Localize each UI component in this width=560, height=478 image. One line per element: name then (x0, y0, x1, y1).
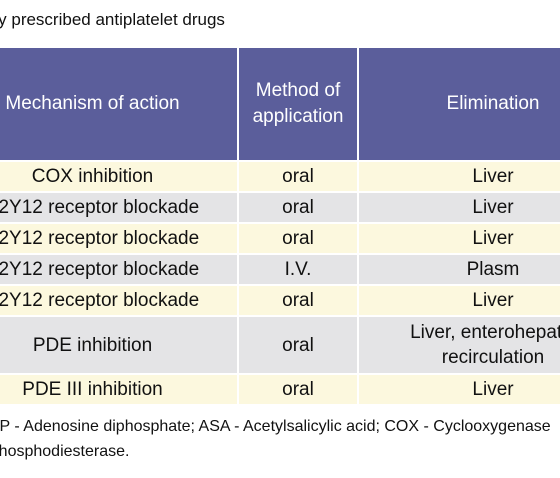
cell-method: oral (238, 373, 359, 404)
header-method-line2: application (252, 106, 344, 127)
cell-elimination: Plasm (358, 253, 560, 285)
cell-elimination: Liver, enterohepatic recirculation (358, 315, 560, 374)
table-row: P2Y12 receptor blockade oral Liver (0, 222, 560, 254)
footnote-line1: DP - Adenosine diphosphate; ASA - Acetyl… (0, 418, 551, 435)
table-header-row: Mechanism of action Method of applicatio… (0, 48, 560, 161)
cell-mechanism: COX inhibition (0, 160, 239, 192)
cell-mechanism: P2Y12 receptor blockade (0, 284, 239, 316)
cell-mechanism: P2Y12 receptor blockade (0, 191, 239, 223)
cell-method: I.V. (238, 253, 359, 285)
table-row: P2Y12 receptor blockade oral Liver (0, 191, 560, 223)
cell-method: oral (238, 284, 359, 316)
table-row: P2Y12 receptor blockade oral Liver (0, 284, 560, 316)
header-elimination: Elimination (358, 48, 560, 161)
antiplatelet-drugs-table: Mechanism of action Method of applicatio… (0, 48, 560, 404)
cell-elimination: Liver (358, 191, 560, 223)
cell-elimination: Liver (358, 222, 560, 254)
cell-elimination-line1: Liver, enterohepatic (410, 322, 560, 343)
cell-mechanism: P2Y12 receptor blockade (0, 253, 239, 285)
table-caption: nonly prescribed antiplatelet drugs (0, 10, 225, 29)
header-method-line1: Method of (255, 80, 341, 101)
cell-mechanism: P2Y12 receptor blockade (0, 222, 239, 254)
cell-elimination: Liver (358, 284, 560, 316)
header-method: Method of application (238, 48, 359, 161)
table-footnote: DP - Adenosine diphosphate; ASA - Acetyl… (0, 414, 551, 464)
table-row: P2Y12 receptor blockade I.V. Plasm (0, 253, 560, 285)
cell-method: oral (238, 160, 359, 192)
cell-elimination: Liver (358, 373, 560, 404)
footnote-line2: Phosphodiesterase. (0, 443, 130, 460)
table-row: COX inhibition oral Liver (0, 160, 560, 192)
cell-mechanism: PDE III inhibition (0, 373, 239, 404)
table-row: PDE inhibition oral Liver, enterohepatic… (0, 315, 560, 374)
cell-method: oral (238, 315, 359, 374)
cell-method: oral (238, 191, 359, 223)
cell-elimination-line2: recirculation (441, 347, 545, 368)
table-row: PDE III inhibition oral Liver (0, 373, 560, 404)
header-mechanism: Mechanism of action (0, 48, 239, 161)
cell-method: oral (238, 222, 359, 254)
cell-mechanism: PDE inhibition (0, 315, 239, 374)
cell-elimination: Liver (358, 160, 560, 192)
